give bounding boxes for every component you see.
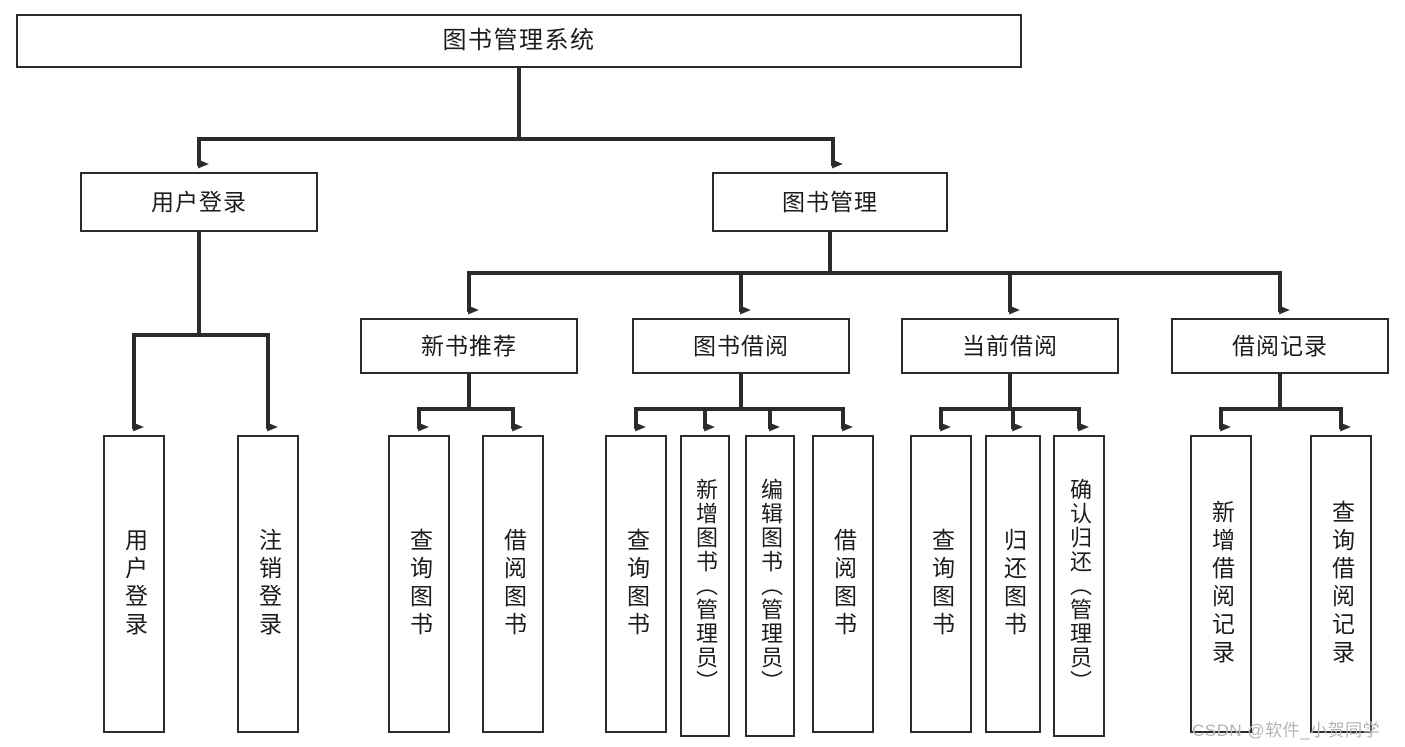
node-leaf-user-login[interactable]: 用户登录 [103,435,165,733]
node-label: 借阅图书 [500,528,527,640]
node-label: 归还图书 [1000,528,1027,640]
node-leaf-query-book-3[interactable]: 查询图书 [910,435,972,733]
node-label: 注销登录 [255,528,282,640]
node-label: 新增图书（管理员） [693,478,718,694]
node-leaf-borrow-book-2[interactable]: 借阅图书 [812,435,874,733]
node-user-login[interactable]: 用户登录 [80,172,318,232]
node-root-system[interactable]: 图书管理系统 [16,14,1022,68]
node-new-book-recommend[interactable]: 新书推荐 [360,318,578,374]
node-label: 图书借阅 [693,332,789,359]
node-leaf-query-record[interactable]: 查询借阅记录 [1310,435,1372,733]
node-label: 查询图书 [623,528,650,640]
node-label: 用户登录 [151,188,247,215]
node-label: 借阅记录 [1232,332,1328,359]
node-leaf-add-book[interactable]: 新增图书（管理员） [680,435,730,737]
node-label: 用户登录 [121,528,148,640]
node-leaf-add-record[interactable]: 新增借阅记录 [1190,435,1252,733]
node-borrow-record[interactable]: 借阅记录 [1171,318,1389,374]
node-label: 当前借阅 [962,332,1058,359]
node-label: 查询图书 [928,528,955,640]
node-current-borrow[interactable]: 当前借阅 [901,318,1119,374]
node-label: 图书管理 [782,188,878,215]
node-label: 编辑图书（管理员） [758,478,783,694]
node-leaf-query-book-2[interactable]: 查询图书 [605,435,667,733]
node-label: 新增借阅记录 [1208,500,1235,668]
node-leaf-edit-book[interactable]: 编辑图书（管理员） [745,435,795,737]
node-label: 图书管理系统 [442,27,596,54]
node-label: 新书推荐 [421,332,517,359]
node-leaf-return-book[interactable]: 归还图书 [985,435,1041,733]
node-label: 借阅图书 [830,528,857,640]
node-leaf-confirm-return[interactable]: 确认归还（管理员） [1053,435,1105,737]
csdn-watermark: CSDN @软件_小贺同学 [1192,721,1381,740]
node-leaf-query-book-1[interactable]: 查询图书 [388,435,450,733]
node-book-manage[interactable]: 图书管理 [712,172,948,232]
node-book-borrow[interactable]: 图书借阅 [632,318,850,374]
node-leaf-logout[interactable]: 注销登录 [237,435,299,733]
node-label: 查询图书 [406,528,433,640]
node-leaf-borrow-book-1[interactable]: 借阅图书 [482,435,544,733]
node-label: 确认归还（管理员） [1067,478,1092,694]
node-label: 查询借阅记录 [1328,500,1355,668]
